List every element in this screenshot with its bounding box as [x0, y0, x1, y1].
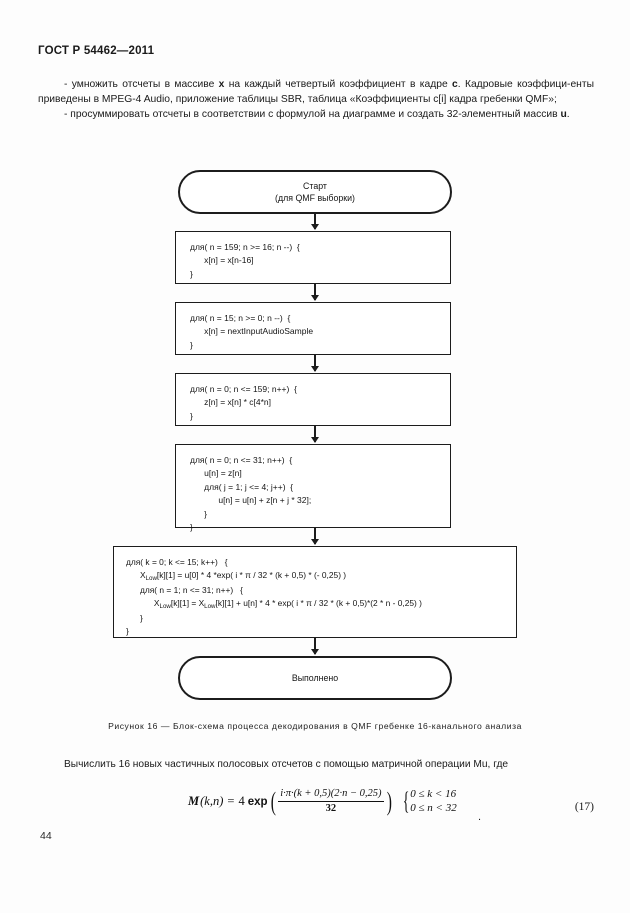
standard-header: ГОСТ Р 54462—2011: [38, 45, 155, 57]
step5-l4-subscript-2: Low: [204, 602, 216, 610]
intro-paragraph-1: - умножить отсчеты в массиве x на каждый…: [38, 78, 594, 107]
flow-node-start: Старт (для QMF выборки): [178, 170, 452, 214]
after-figure-text: Вычислить 16 новых частичных полосовых о…: [64, 759, 509, 770]
equation-function-name: M: [188, 794, 200, 808]
equation-coefficient: 4: [238, 794, 245, 808]
connector-step1-step2: [314, 284, 316, 300]
equation-exp-label: exp: [247, 795, 268, 808]
cases-lines: 0 ≤ k < 16 0 ≤ n < 32: [410, 788, 456, 815]
cases-brace: {: [402, 787, 410, 815]
equation-denominator: 32: [325, 803, 337, 814]
step5-line-2: XLow[k][1] = u[0] * 4 *exp( i * π / 32 *…: [126, 569, 516, 583]
step5-l4-post: [k][1] + u[n] * 4 * exp( i * π / 32 * (k…: [215, 598, 422, 609]
arrowhead-start-step1: [310, 224, 319, 230]
intro-p1-var-x: x: [218, 79, 225, 90]
intro-p1-var-c: c: [452, 79, 458, 90]
connector-step2-step3: [314, 355, 316, 371]
equation-number: (17): [574, 801, 594, 813]
arrowhead-step1-step2: [310, 295, 319, 301]
equation-equals: =: [227, 794, 235, 808]
equation-right-paren: ): [386, 786, 392, 816]
fraction-bar: [278, 801, 384, 802]
connector-step3-step4: [314, 426, 316, 442]
flow-node-step1: для( n = 159; n >= 16; n --) { x[n] = x[…: [175, 231, 451, 284]
figure-caption: Рисунок 16 — Блок-схема процесса декодир…: [108, 721, 522, 731]
flow-start-line1: Старт: [303, 180, 327, 191]
equation-case-2: 0 ≤ n < 32: [410, 801, 457, 814]
step5-l2-pre: X: [126, 570, 146, 581]
intro-paragraphs: - умножить отсчеты в массиве x на каждый…: [38, 78, 594, 123]
step5-line-4: XLow[k][1] = XLow[k][1] + u[n] * 4 * exp…: [126, 597, 516, 611]
flow-start-line2: (для QMF выборки): [275, 193, 355, 203]
connector-start-step1: [314, 214, 316, 229]
step5-l2-post: [k][1] = u[0] * 4 *exp( i * π / 32 * (k …: [156, 570, 347, 581]
arrowhead-step4-step5: [310, 539, 319, 545]
equation-numerator: i·π·(k + 0,5)(2·n − 0,25): [280, 788, 382, 799]
connector-step5-end: [314, 638, 316, 654]
step5-l4-pre: X: [126, 598, 160, 609]
connector-step4-step5: [314, 528, 316, 544]
intro-p1-text-1: - умножить отсчеты в массиве: [64, 79, 219, 90]
flow-node-step5: для( k = 0; k <= 15; k++) { XLow[k][1] =…: [113, 546, 517, 638]
arrowhead-step5-end: [310, 649, 319, 655]
flow-node-step4: для( n = 0; n <= 31; n++) { u[n] = z[n] …: [175, 444, 451, 532]
equation-17: M(k,n) = 4 exp ( i·π·(k + 0,5)(2·n − 0,2…: [188, 788, 457, 815]
arrowhead-step3-step4: [310, 437, 319, 443]
equation-cases: { 0 ≤ k < 16 0 ≤ n < 32: [400, 787, 457, 815]
step5-l4-subscript-1: Low: [159, 602, 171, 610]
step5-l4-mid: [k][1] = X: [170, 598, 205, 609]
intro-paragraph-2: - просуммировать отсчеты в соответствии …: [38, 108, 594, 123]
flow-node-step3: для( n = 0; n <= 159; n++) { z[n] = x[n]…: [175, 373, 451, 426]
page-number: 44: [40, 830, 52, 842]
equation-fraction: i·π·(k + 0,5)(2·n − 0,25) 32: [278, 788, 384, 815]
flow-node-end: Выполнено: [178, 656, 452, 700]
intro-p1-text-3: . Кадровые коэффици-енты приведены в MPE…: [38, 79, 594, 105]
step5-line-3: для( n = 1; n <= 31; n++) {: [126, 584, 243, 595]
intro-p2-var-u: u: [560, 109, 567, 121]
step5-l2-subscript: Low: [145, 575, 157, 582]
flow-node-step2: для( n = 15; n >= 0; n --) { x[n] = next…: [175, 302, 451, 355]
arrowhead-step2-step3: [310, 366, 319, 372]
step5-line-5: }: [126, 612, 143, 623]
equation-case-1: 0 ≤ k < 16: [410, 788, 457, 800]
step5-line-6: }: [126, 626, 129, 637]
equation-row: M(k,n) = 4 exp ( i·π·(k + 0,5)(2·n − 0,2…: [38, 788, 594, 830]
equation-period: .: [478, 811, 482, 823]
step5-line-1: для( k = 0; k <= 15; k++) {: [126, 557, 228, 567]
intro-p2-text-1: - просуммировать отсчеты в соответствии …: [64, 109, 561, 121]
equation-function-args: (k,n): [200, 794, 224, 808]
equation-left-paren: (: [270, 786, 276, 816]
intro-p1-text-2: на каждый четвертый коэффициент в кадре: [224, 79, 453, 90]
intro-p2-text-2: .: [566, 109, 570, 121]
